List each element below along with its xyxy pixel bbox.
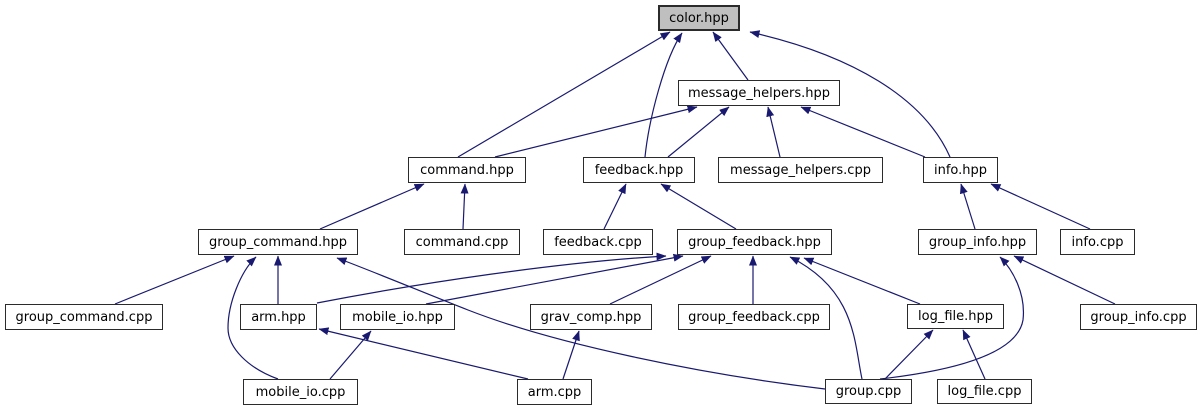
node-label: command.cpp [415, 234, 509, 250]
edge-group_info_cpp-group_info_hpp [1013, 255, 1116, 305]
edge-group_feedback_hpp-feedback_hpp [660, 183, 737, 230]
node-label: group_info.cpp [1090, 309, 1187, 325]
edge-command_cpp-command_hpp [460, 183, 469, 230]
node-message_helpers_cpp[interactable]: message_helpers.cpp [718, 157, 883, 183]
node-command_cpp[interactable]: command.cpp [404, 229, 520, 255]
node-arm_hpp[interactable]: arm.hpp [240, 304, 317, 330]
node-label: mobile_io.hpp [352, 309, 443, 325]
edge-message_helpers_hpp-color_hpp [712, 31, 749, 81]
node-group_command_cpp[interactable]: group_command.cpp [5, 304, 163, 330]
edge-group_command_hpp-command_hpp [319, 183, 425, 230]
node-group_cpp[interactable]: group.cpp [825, 379, 912, 404]
node-label: arm.cpp [527, 384, 582, 400]
node-group_info_cpp[interactable]: group_info.cpp [1080, 304, 1197, 330]
node-label: group_command.cpp [15, 309, 153, 325]
edge-group_cpp-group_feedback_hpp [789, 256, 863, 380]
node-label: command.hpp [420, 162, 514, 178]
edge-log_file_hpp-group_feedback_hpp [803, 257, 921, 305]
node-label: color.hpp [669, 10, 729, 26]
edge-arm_cpp-arm_hpp [318, 327, 529, 380]
node-group_command_hpp[interactable]: group_command.hpp [198, 229, 358, 255]
edge-group_info_hpp-info_hpp [960, 183, 976, 230]
node-color_hpp: color.hpp [658, 5, 740, 31]
node-info_hpp[interactable]: info.hpp [923, 157, 998, 183]
node-group_feedback_cpp[interactable]: group_feedback.cpp [678, 304, 830, 330]
node-label: group_feedback.hpp [688, 234, 821, 250]
node-label: feedback.cpp [554, 234, 642, 250]
node-mobile_io_cpp[interactable]: mobile_io.cpp [243, 379, 358, 405]
node-label: group_command.hpp [208, 234, 348, 250]
edge-info_hpp-message_helpers_hpp [800, 106, 926, 158]
edge-group_command_cpp-group_command_hpp [114, 255, 235, 305]
edge-feedback_hpp-message_helpers_hpp [667, 106, 730, 158]
node-label: message_helpers.cpp [730, 162, 871, 178]
node-label: feedback.hpp [594, 162, 684, 178]
node-label: grav_comp.hpp [540, 309, 642, 325]
node-message_helpers_hpp[interactable]: message_helpers.hpp [678, 80, 840, 106]
node-feedback_cpp[interactable]: feedback.cpp [543, 229, 653, 255]
node-command_hpp[interactable]: command.hpp [408, 157, 526, 183]
edge-mobile_io_cpp-group_command_hpp [227, 256, 279, 380]
node-feedback_hpp[interactable]: feedback.hpp [583, 157, 695, 183]
node-group_feedback_hpp[interactable]: group_feedback.hpp [677, 229, 832, 255]
edge-group_cpp-group_command_hpp [336, 257, 826, 390]
edge-mobile_io_hpp-group_feedback_hpp [425, 253, 684, 305]
node-label: group.cpp [835, 384, 902, 399]
node-grav_comp_hpp[interactable]: grav_comp.hpp [530, 304, 652, 330]
edge-feedback_hpp-color_hpp [644, 32, 683, 158]
edge-info_cpp-info_hpp [990, 183, 1091, 230]
node-label: info.hpp [933, 162, 988, 178]
node-mobile_io_hpp[interactable]: mobile_io.hpp [340, 304, 455, 330]
edge-command_hpp-message_helpers_hpp [494, 105, 698, 158]
node-label: mobile_io.cpp [255, 384, 346, 400]
edge-mobile_io_cpp-mobile_io_hpp [329, 330, 372, 380]
edge-log_file_cpp-log_file_hpp [962, 329, 986, 380]
node-label: group_info.hpp [928, 234, 1027, 250]
edge-arm_cpp-grav_comp_hpp [562, 330, 580, 380]
edge-group_cpp-log_file_hpp [884, 329, 934, 380]
node-label: message_helpers.hpp [687, 85, 831, 101]
node-log_file_hpp[interactable]: log_file.hpp [907, 304, 1004, 329]
edge-info_hpp-color_hpp [749, 30, 951, 158]
node-label: info.cpp [1071, 234, 1124, 250]
edge-message_helpers_cpp-message_helpers_hpp [766, 106, 781, 158]
node-label: log_file.hpp [918, 309, 993, 324]
edge-group_cpp-group_info_hpp [879, 256, 1025, 380]
node-label: group_feedback.cpp [688, 309, 820, 325]
edge-arm_hpp-group_feedback_hpp [316, 252, 667, 304]
node-log_file_cpp[interactable]: log_file.cpp [937, 379, 1032, 404]
node-label: log_file.cpp [947, 384, 1022, 399]
edge-grav_comp_hpp-group_feedback_hpp [609, 255, 712, 305]
node-arm_cpp[interactable]: arm.cpp [517, 379, 592, 405]
node-group_info_hpp[interactable]: group_info.hpp [918, 229, 1037, 255]
node-label: arm.hpp [251, 309, 306, 325]
edge-command_hpp-color_hpp [457, 31, 671, 158]
node-info_cpp[interactable]: info.cpp [1060, 229, 1135, 255]
edge-feedback_cpp-feedback_hpp [603, 183, 627, 230]
